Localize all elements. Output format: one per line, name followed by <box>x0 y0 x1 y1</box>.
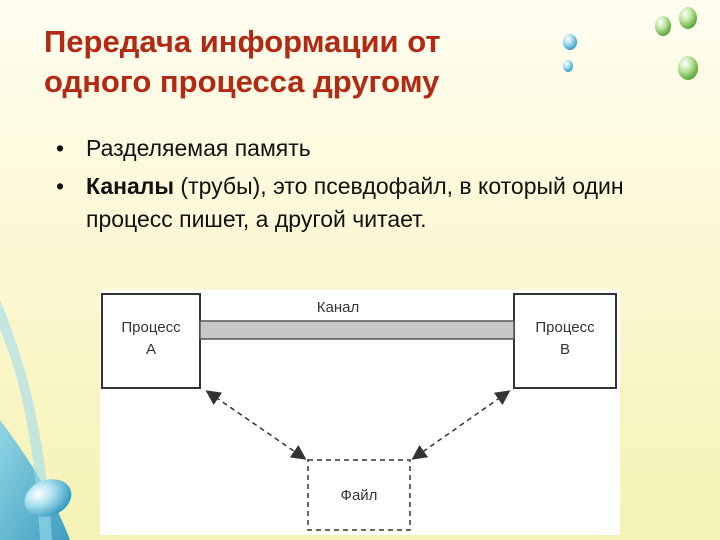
title-line-2: одного процесса другому <box>44 64 440 99</box>
water-drop-icon <box>563 60 573 72</box>
water-drop-icon <box>679 7 697 29</box>
process-b-label-line2: В <box>560 341 570 358</box>
water-drop-icon <box>24 479 72 517</box>
process-a-box <box>101 293 201 389</box>
file-box <box>307 459 411 531</box>
process-b-label-line1: Процесс <box>535 319 595 336</box>
process-a-label-line2: А <box>146 341 156 358</box>
process-b-box <box>513 293 617 389</box>
bullet-list: • Разделяемая память • Каналы (трубы), э… <box>56 132 656 241</box>
channel-label: Канал <box>317 299 359 316</box>
bullet-bold-text: Каналы <box>86 173 175 199</box>
bullet-icon: • <box>56 173 65 199</box>
water-drop-icon <box>563 34 577 50</box>
title-line-1: Передача информации от <box>44 24 441 59</box>
channel-bar <box>199 320 515 340</box>
bullet-icon: • <box>56 135 65 161</box>
bullet-text: (трубы), это псевдофайл, в который один … <box>86 173 624 232</box>
process-a-label-line1: Процесс <box>121 319 181 336</box>
arrow-a-to-file <box>205 390 307 460</box>
slide-title: Передача информации от одного процесса д… <box>44 22 604 102</box>
bullet-item: • Каналы (трубы), это псевдофайл, в кото… <box>56 170 656 236</box>
bullet-item: • Разделяемая память <box>56 132 656 165</box>
water-drop-icon <box>678 56 698 80</box>
file-label: Файл <box>341 487 378 504</box>
pipe-diagram: Процесс А Процесс В Канал Файл <box>100 290 620 535</box>
bullet-text: Разделяемая память <box>86 135 311 161</box>
water-drop-icon <box>655 16 671 36</box>
arrow-b-to-file <box>411 390 511 460</box>
